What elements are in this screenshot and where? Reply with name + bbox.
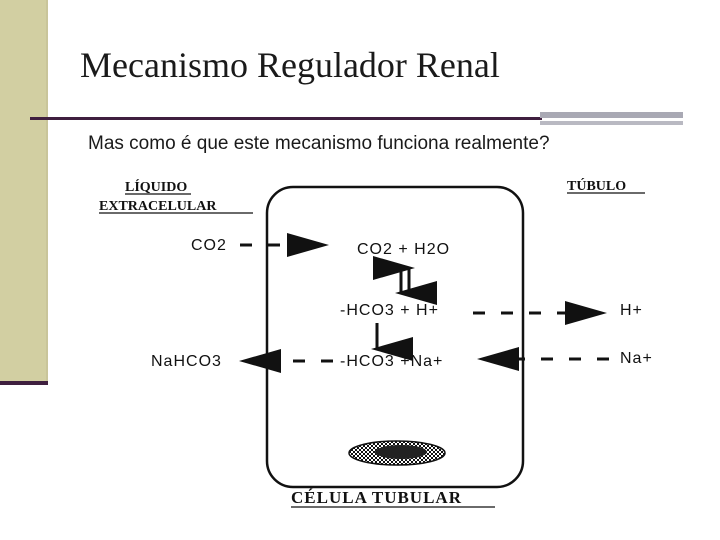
sidebar-decoration bbox=[0, 0, 46, 385]
na-tubule: Na+ bbox=[620, 350, 653, 367]
cell-outline bbox=[265, 185, 525, 489]
h-tubule: H+ bbox=[620, 302, 643, 319]
label-tubule: TÚBULO bbox=[567, 177, 626, 194]
diagram-svg: LÍQUIDO EXTRACELULAR TÚBULO CO2 CO2 + H2… bbox=[99, 177, 653, 508]
label-extracellular-2: EXTRACELULAR bbox=[99, 199, 217, 214]
renal-mechanism-diagram: LÍQUIDO EXTRACELULAR TÚBULO CO2 CO2 + H2… bbox=[95, 173, 660, 513]
nahco3: NaHCO3 bbox=[151, 353, 222, 370]
nucleus-core bbox=[375, 445, 427, 459]
label-cell: CÉLULA TUBULAR bbox=[291, 488, 462, 507]
sidebar-edge bbox=[46, 0, 48, 385]
co2-outside: CO2 bbox=[191, 237, 227, 254]
hco3-na: -HCO3 +Na+ bbox=[340, 353, 443, 370]
co2-h2o: CO2 + H2O bbox=[357, 241, 450, 258]
title-rule-accent-2 bbox=[540, 121, 683, 125]
slide-title: Mecanismo Regulador Renal bbox=[80, 45, 500, 85]
hco3-h: -HCO3 + H+ bbox=[340, 302, 439, 319]
sidebar-underline bbox=[0, 381, 48, 385]
title-rule bbox=[30, 117, 542, 120]
slide-subtitle: Mas como é que este mecanismo funciona r… bbox=[88, 133, 550, 154]
label-extracellular-1: LÍQUIDO bbox=[125, 178, 187, 195]
title-rule-accent bbox=[540, 112, 683, 118]
